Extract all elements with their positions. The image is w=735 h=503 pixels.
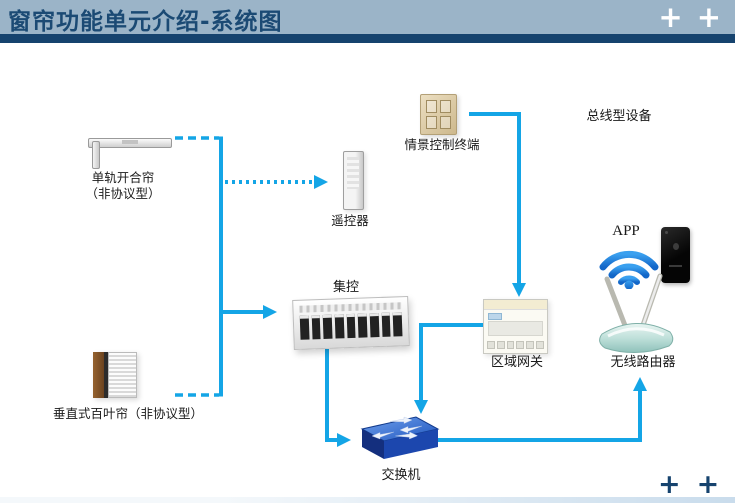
blinds-icon bbox=[93, 352, 137, 398]
link-control-switch bbox=[325, 349, 338, 442]
arrowhead-switch-top bbox=[414, 400, 428, 414]
plus-icon[interactable]: + bbox=[658, 469, 681, 500]
central-control-label: 集控 bbox=[332, 280, 359, 295]
router-label: 无线路由器 bbox=[610, 355, 676, 370]
scene-panel-label: 情景控制终端 bbox=[404, 137, 480, 152]
remote-label: 遥控器 bbox=[331, 213, 369, 228]
curtain-track-label: 单轨开合帘 bbox=[91, 170, 155, 185]
scene-panel-icon bbox=[420, 94, 457, 135]
arrowhead-remote bbox=[314, 175, 328, 189]
page-title: 窗帘功能单元介绍-系统图 bbox=[8, 9, 283, 35]
header-bar bbox=[0, 0, 735, 34]
gateway-icon bbox=[483, 299, 548, 354]
switch-icon bbox=[360, 416, 440, 459]
arrowhead-switch-left bbox=[337, 433, 351, 447]
central-control-icon bbox=[292, 295, 410, 351]
curtain-track-sublabel: （非协议型） bbox=[85, 186, 161, 201]
link-gateway-switch bbox=[419, 323, 485, 401]
link-switch-router bbox=[435, 390, 642, 442]
app-label: APP bbox=[612, 223, 640, 239]
arrowhead-central-control bbox=[263, 305, 277, 319]
gateway-label: 区域网关 bbox=[490, 355, 543, 370]
wifi-icon bbox=[599, 250, 659, 289]
header-controls: + + bbox=[658, 0, 721, 34]
smartphone-icon bbox=[661, 227, 690, 283]
footer-controls: + + bbox=[658, 471, 719, 499]
bottom-strip bbox=[0, 497, 735, 503]
arrowhead-router bbox=[633, 377, 647, 391]
bus-devices-label: 总线型设备 bbox=[586, 109, 652, 124]
remote-control-icon bbox=[343, 151, 364, 210]
header-divider bbox=[0, 34, 735, 43]
plus-icon[interactable]: + bbox=[696, 0, 721, 34]
curtain-track-icon bbox=[88, 128, 172, 170]
router-icon bbox=[599, 273, 674, 354]
arrowhead-gateway bbox=[512, 283, 526, 297]
plus-icon[interactable]: + bbox=[696, 469, 720, 500]
switch-label: 交换机 bbox=[381, 468, 421, 483]
plus-icon[interactable]: + bbox=[658, 0, 683, 34]
blinds-label: 垂直式百叶帘（非协议型） bbox=[52, 406, 203, 421]
